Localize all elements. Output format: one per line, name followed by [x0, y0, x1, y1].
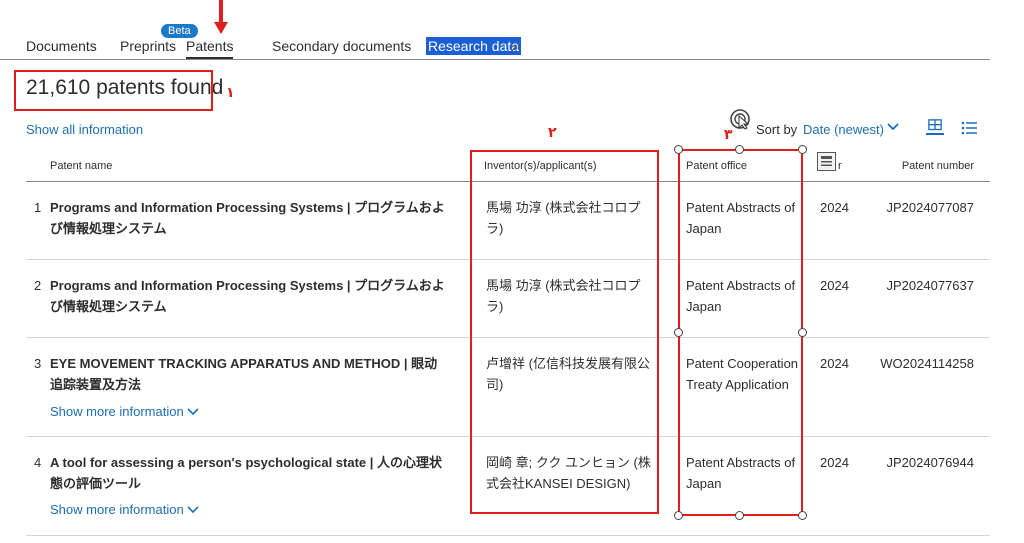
- sort-dropdown[interactable]: Date (newest): [803, 122, 884, 137]
- patent-number-cell: WO2024114258: [880, 356, 974, 371]
- office-cell: Patent Cooperation Treaty Application: [686, 356, 799, 392]
- tab-documents[interactable]: Documents: [26, 38, 97, 54]
- sort-by-label: Sort by: [756, 122, 798, 137]
- office-cell: Patent Abstracts of Japan: [686, 455, 796, 491]
- column-header-office[interactable]: Patent office: [686, 160, 747, 172]
- result-type-tabs: Documents Preprints Beta Patents Seconda…: [0, 0, 990, 60]
- column-header-year[interactable]: r: [838, 160, 842, 172]
- beta-badge: Beta: [161, 24, 198, 38]
- tab-research-data[interactable]: Research data: [426, 37, 522, 55]
- selection-handle[interactable]: [798, 328, 807, 337]
- column-header-inventor[interactable]: Inventor(s)/applicant(s): [484, 160, 597, 172]
- selection-handle[interactable]: [735, 511, 744, 520]
- column-header-patent-number[interactable]: Patent number: [901, 160, 974, 172]
- show-more-information-link[interactable]: Show more information: [50, 502, 199, 517]
- row-number: 1: [34, 200, 42, 215]
- selection-handle[interactable]: [674, 328, 683, 337]
- year-cell: 2024: [820, 278, 849, 293]
- row-number: 3: [34, 356, 42, 371]
- column-select-icon[interactable]: [817, 152, 836, 171]
- row-number: 2: [34, 278, 42, 293]
- annotation-number-2: ۲: [548, 124, 557, 140]
- annotation-number-3: ۳: [724, 126, 733, 142]
- chevron-down-icon[interactable]: [886, 121, 900, 136]
- tab-preprints[interactable]: Preprints: [120, 38, 177, 54]
- annotation-box-office: [678, 149, 803, 516]
- annotation-box-count: [14, 70, 213, 111]
- year-cell: 2024: [820, 455, 849, 470]
- selection-handle[interactable]: [674, 511, 683, 520]
- selection-handle[interactable]: [735, 145, 744, 154]
- show-more-information-link[interactable]: Show more information: [50, 404, 199, 419]
- row-divider: [26, 436, 990, 437]
- results-count: 21,610 patents found: [26, 76, 224, 99]
- row-divider: [26, 337, 990, 338]
- grid-view-icon[interactable]: [926, 119, 944, 135]
- row-number: 4: [34, 455, 42, 470]
- office-cell: Patent Abstracts of Japan: [686, 278, 796, 314]
- year-cell: 2024: [820, 200, 849, 215]
- show-all-information-link[interactable]: Show all information: [26, 122, 144, 137]
- year-cell: 2024: [820, 356, 849, 371]
- patent-number-cell: JP2024077637: [886, 278, 974, 293]
- selection-handle[interactable]: [798, 145, 807, 154]
- patent-number-cell: JP2024077087: [886, 200, 974, 215]
- annotation-box-inventor: [470, 150, 659, 514]
- patent-title-link[interactable]: A tool for assessing a person's psycholo…: [50, 455, 443, 491]
- red-down-arrow-icon: [214, 0, 228, 34]
- patent-title-link[interactable]: Programs and Information Processing Syst…: [50, 200, 445, 236]
- header-divider: [26, 181, 990, 182]
- office-cell: Patent Abstracts of Japan: [686, 200, 796, 236]
- tab-patents[interactable]: Patents: [186, 38, 234, 59]
- inventor-cell: 卢增祥 (亿信科技发展有限公司): [486, 356, 650, 392]
- column-header-patent-name[interactable]: Patent name: [50, 160, 113, 172]
- selection-handle[interactable]: [674, 145, 683, 154]
- list-view-icon[interactable]: [961, 121, 977, 135]
- row-divider: [26, 259, 990, 260]
- external-link-icon: ↗: [508, 41, 519, 56]
- sort-cursor-icon: [730, 109, 750, 130]
- chevron-down-icon: [187, 408, 199, 416]
- patent-title-link[interactable]: Programs and Information Processing Syst…: [50, 278, 445, 314]
- row-divider: [26, 535, 990, 536]
- inventor-cell: 岡崎 章; クク ユンヒョン (株式会社KANSEI DESIGN): [486, 455, 651, 491]
- tab-secondary-documents[interactable]: Secondary documents: [272, 38, 412, 54]
- annotation-number-1: ۱: [226, 84, 235, 100]
- inventor-cell: 馬場 功淳 (株式会社コロプラ): [486, 200, 641, 236]
- selection-handle[interactable]: [798, 511, 807, 520]
- inventor-cell: 馬場 功淳 (株式会社コロプラ): [486, 278, 641, 314]
- patent-number-cell: JP2024076944: [886, 455, 974, 470]
- chevron-down-icon: [187, 506, 199, 514]
- patent-title-link[interactable]: EYE MOVEMENT TRACKING APPARATUS AND METH…: [50, 356, 438, 392]
